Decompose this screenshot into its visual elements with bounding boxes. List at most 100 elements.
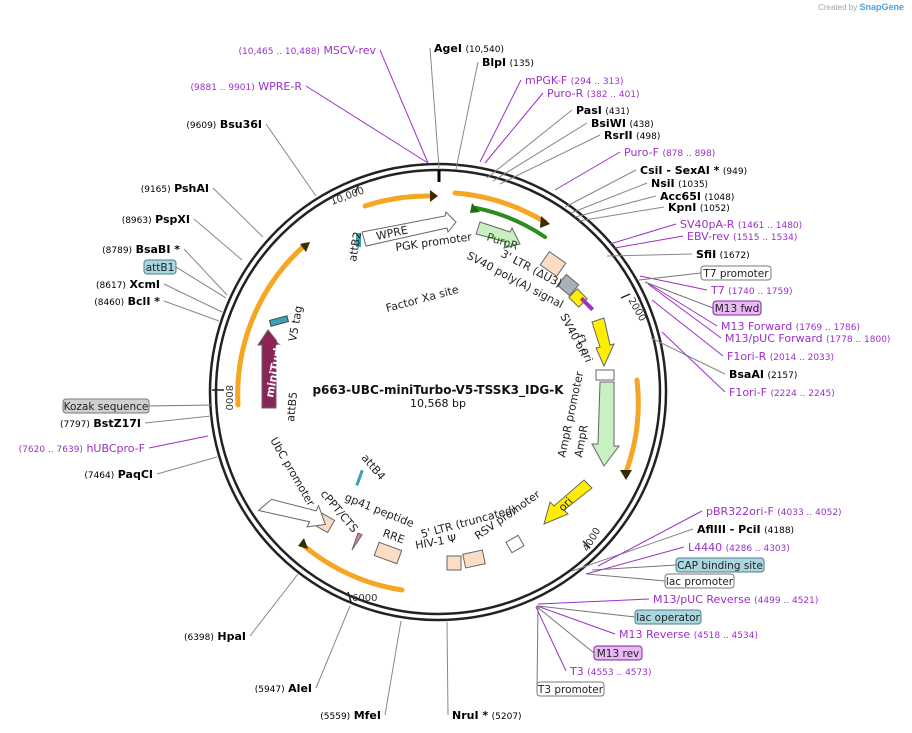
enzyme-name: BclI *: [128, 295, 161, 308]
enzyme-7: Acc65I (1048): [660, 190, 734, 203]
tick-6000: [347, 591, 352, 603]
enzyme-pos: (5559): [320, 712, 350, 722]
enzyme-name: PasI: [576, 104, 602, 117]
enzyme-name: PspXI: [155, 213, 190, 226]
primer-11: F1ori-F (2224 .. 2245): [729, 386, 835, 399]
leader-enzyme-17: [144, 415, 212, 424]
arc-miniturbo: [235, 242, 308, 408]
enzyme-16: (7464) PaqCI: [84, 468, 153, 481]
primer-name: EBV-rev: [687, 230, 730, 243]
tick-4000: [582, 540, 591, 549]
enzyme-name: PaqCI: [118, 468, 153, 481]
box-label-8: attB1: [146, 262, 175, 274]
leader-enzyme-6: [570, 182, 648, 214]
leader-enzyme-18: [163, 300, 220, 322]
attb2-mark: [356, 233, 361, 247]
leader-enzyme-22: [212, 187, 264, 238]
primer-17: (7620 .. 7639) hUBCpro-F: [19, 442, 145, 455]
enzyme-pos: (10,540): [465, 45, 504, 55]
primer-name: T3: [569, 665, 584, 678]
leader-enzyme-9: [606, 253, 693, 257]
primer-range: (4286 .. 4303): [726, 544, 790, 554]
enzyme-12: NruI * (5207): [452, 709, 522, 722]
enzyme-1: BlpI (135): [482, 56, 534, 69]
enzyme-pos: (135): [510, 59, 534, 69]
primer-range: (294 .. 313): [571, 77, 624, 87]
arc-puro-green: [474, 206, 547, 239]
plasmid-length: 10,568 bp: [410, 397, 466, 410]
leader-enzyme-20: [183, 248, 228, 296]
enzyme-pos: (1672): [720, 251, 750, 261]
primer-0: (10,465 .. 10,488) MSCV-rev: [238, 44, 376, 57]
leader-primer-9: [647, 283, 722, 339]
arrowhead-wpre: [430, 190, 438, 202]
primer-range: (878 .. 898): [662, 149, 715, 159]
primer-3: Puro-R (382 .. 401): [547, 87, 640, 100]
enzyme-pos: (949): [723, 167, 747, 177]
primer-range: (1515 .. 1534): [733, 233, 797, 243]
feature-shapes: [257, 211, 620, 571]
leader-enzyme-12: [446, 621, 449, 716]
enzyme-name: CsiI - SexAI *: [640, 164, 720, 177]
primer-range: (2224 .. 2245): [770, 389, 834, 399]
primer-name: Puro-R: [547, 87, 584, 100]
leader-box-8: [175, 266, 227, 299]
label-attb2: attB2: [346, 231, 364, 263]
lac-box: [505, 534, 525, 554]
label-v5: V5 tag: [286, 305, 305, 343]
enzyme-name: NsiI: [651, 177, 675, 190]
primer-name: hUBCpro-F: [86, 442, 145, 455]
leader-enzyme-23: [265, 123, 317, 197]
leader-enzyme-1: [455, 61, 479, 170]
leader-enzyme-21: [193, 218, 243, 261]
primer-8: M13 Forward (1769 .. 1786): [721, 320, 860, 333]
rre-box: [373, 541, 403, 565]
box-label-1: M13 fwd: [715, 303, 760, 315]
credit-text: Created by: [818, 3, 858, 12]
leader-primer-0: [379, 49, 429, 164]
primer-name: M13/pUC Forward: [725, 332, 823, 345]
leader-primer-6: [614, 235, 684, 249]
box-3: [664, 573, 735, 589]
leader-primer-15: [536, 605, 616, 635]
tick-label-4000: 4000: [581, 526, 603, 554]
wpre-arrow: [361, 211, 457, 247]
leader-enzyme-11: [571, 528, 694, 572]
box-7: [62, 398, 150, 414]
leader-primer-2: [479, 79, 522, 163]
leader-enzyme-14: [315, 605, 351, 689]
primer-bars-2000: [579, 296, 595, 312]
enzyme-pos: (2157): [767, 371, 797, 381]
enzyme-name: RsrII: [604, 129, 633, 142]
primer-5: SV40pA-R (1461 .. 1480): [680, 218, 802, 231]
enzyme-2: PasI (431): [576, 104, 630, 117]
leader-primer-3: [484, 92, 544, 164]
enzyme-pos: (6398): [184, 633, 214, 643]
enzyme-10: BsaAI (2157): [729, 368, 797, 381]
leader-box-5: [535, 605, 595, 654]
enzyme-9: SfiI (1672): [696, 248, 750, 261]
outer-ring: [208, 162, 668, 622]
enzyme-11: AflIII - PciI (4188): [697, 523, 794, 536]
enzyme-0: AgeI (10,540): [434, 42, 504, 55]
leader-primer-14: [537, 598, 650, 605]
enzyme-name: Bsu36I: [220, 118, 262, 131]
primer-name: M13 Forward: [721, 320, 792, 333]
enzyme-name: BsiWI: [591, 117, 626, 130]
enzyme-pos: (9609): [186, 121, 216, 131]
primer-range: (9881 .. 9901): [191, 83, 255, 93]
primer-12: pBR322ori-F (4033 .. 4052): [706, 505, 842, 518]
primer-14: M13/pUC Reverse (4499 .. 4521): [653, 593, 818, 606]
enzyme-pos: (9165): [141, 185, 171, 195]
box-1: [712, 300, 762, 316]
enzyme-pos: (1035): [678, 180, 708, 190]
box-label-5: M13 rev: [597, 648, 640, 660]
leader-primer-16: [535, 606, 567, 672]
arrowhead-puro: [540, 216, 550, 228]
leader-box-0: [638, 272, 702, 281]
arc-heads: [298, 190, 632, 549]
snapgene-credit: Created by SnapGene: [818, 2, 904, 12]
primer-range: (4499 .. 4521): [754, 596, 818, 606]
leader-enzyme-0: [429, 47, 440, 169]
enzyme-pos: (498): [636, 132, 660, 142]
